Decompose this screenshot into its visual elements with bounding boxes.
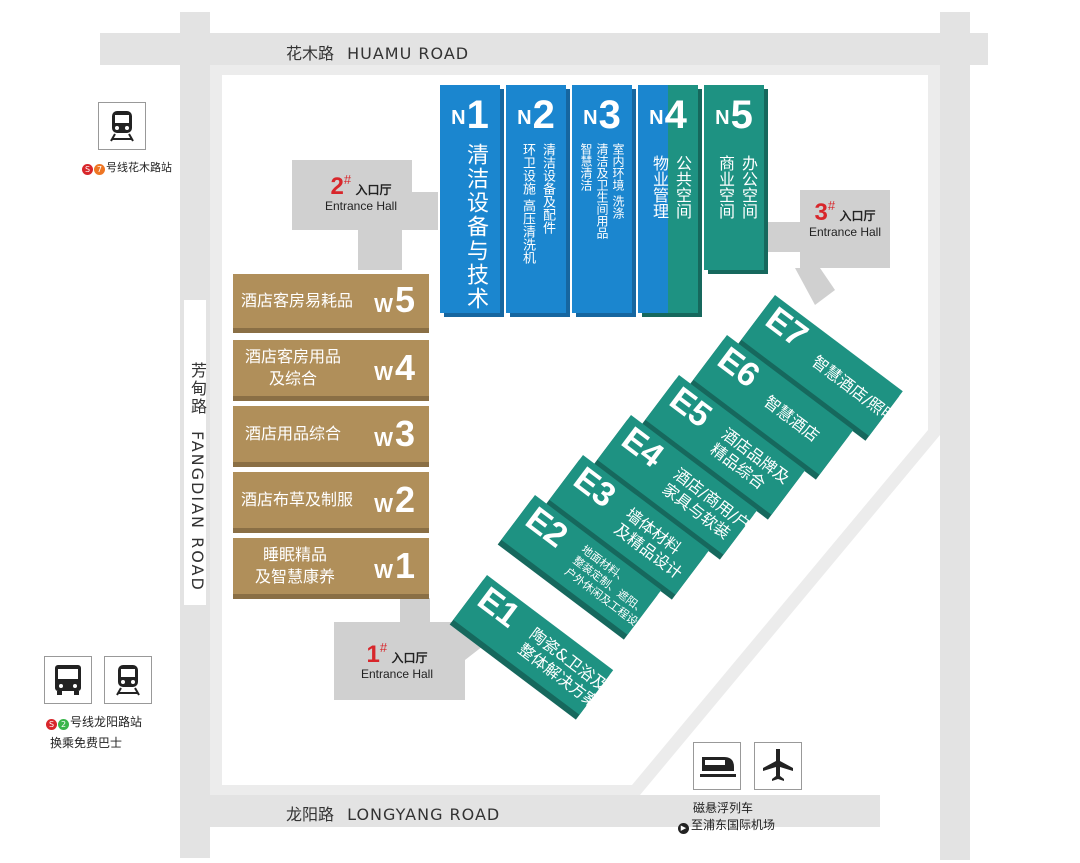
airport-label: ▶至浦东国际机场 [678, 816, 775, 834]
fangdian-road-label: 芳甸路 FANGDIAN ROAD [185, 362, 209, 592]
maglev-label: 磁悬浮列车 [693, 801, 754, 815]
metro-logo-icon-2: S [46, 719, 57, 730]
entrance-2-number: 2 [330, 173, 344, 200]
hall-w1[interactable]: 睡眠精品及智慧康养 W1 [233, 538, 429, 594]
hall-w3-label: 酒店用品综合 [245, 424, 342, 443]
entrance-3[interactable]: 3# 入口厅 Entrance Hall [790, 198, 900, 239]
entrance-1-block [334, 598, 465, 700]
hall-w4-label: 酒店客房用品及综合 [245, 347, 342, 388]
entrance-1-cn: 入口厅 [391, 651, 428, 665]
hall-n5-code: N5 [715, 93, 753, 137]
free-bus-label: 换乘免费巴士 [50, 736, 123, 750]
hall-n2-label-2: 环卫设施 高压清洗机 [520, 143, 535, 265]
entrance-2-sup: # [343, 172, 352, 187]
hall-n5-label-1: 办公空间 [739, 155, 758, 219]
entrance-3-en: Entrance Hall [808, 225, 882, 239]
hall-w2-label: 酒店布草及制服 [241, 490, 354, 509]
hall-n4-label-1: 公共空间 [673, 155, 692, 219]
line7-badge: 7 [94, 164, 105, 175]
longyang-road [180, 795, 880, 827]
hall-n2-code: N2 [517, 93, 555, 137]
entrance-1-en: Entrance Hall [360, 667, 434, 681]
hall-w2[interactable]: 酒店布草及制服 W2 [233, 472, 429, 528]
arrow-right-icon: ▶ [678, 823, 689, 834]
entrance-1-number: 1 [366, 641, 380, 668]
huamu-road-en: HUAMU ROAD [347, 44, 470, 63]
hall-w4-code: W4 [374, 347, 415, 388]
airport-text: 至浦东国际机场 [691, 818, 776, 832]
hall-n4-code: N4 [649, 93, 687, 137]
hall-n1[interactable]: N1 清洁设备与技术 [440, 85, 500, 313]
hall-n3-label-1: 室内环境 洗涤 [611, 143, 625, 219]
connector-e [795, 268, 835, 305]
entrance-3-number: 3 [814, 199, 828, 226]
entrance-2[interactable]: 2# 入口厅 Entrance Hall [306, 172, 416, 213]
hall-n1-label: 清洁设备与技术 [463, 143, 488, 311]
hall-w2-code: W2 [374, 479, 415, 520]
huamu-road [100, 33, 988, 65]
bus-icon [44, 656, 92, 704]
entrance-2-cn: 入口厅 [355, 183, 392, 197]
hall-n4-label-2: 物业管理 [650, 155, 669, 219]
hall-n3[interactable]: N3 室内环境 洗涤 清洁及卫生间用品 智慧清洁 [572, 85, 632, 313]
longyang-road-cn: 龙阳路 [286, 805, 335, 824]
entrance-2-en: Entrance Hall [324, 199, 398, 213]
entrance-3-sup: # [827, 198, 836, 213]
hall-n3-code: N3 [583, 93, 621, 137]
metro-logo-icon: S [82, 164, 93, 175]
hall-e6-label: 智慧酒店 [760, 391, 823, 446]
longyang-road-en: LONGYANG ROAD [347, 805, 501, 824]
fangdian-strip [184, 300, 206, 605]
metro-icon [98, 102, 146, 150]
hall-n2[interactable]: N2 清洁设备及配件 环卫设施 高压清洗机 [506, 85, 566, 313]
entrance-2-block [292, 160, 438, 270]
east-road [940, 12, 970, 860]
hall-w3-code: W3 [374, 413, 415, 454]
hall-w1-label: 睡眠精品及智慧康养 [255, 545, 336, 586]
fangdian-road-en: FANGDIAN ROAD [188, 431, 207, 592]
huamu-station-name: 号线花木路站 [106, 161, 172, 174]
hall-n4[interactable]: N4 公共空间 物业管理 [638, 85, 698, 313]
airplane-icon [754, 742, 802, 790]
huamu-road-cn: 花木路 [286, 44, 335, 63]
fangdian-road-cn: 芳甸路 [188, 362, 207, 416]
maglev-icon [693, 742, 741, 790]
hall-n5-label-2: 商业空间 [716, 155, 735, 219]
hall-n5[interactable]: N5 办公空间 商业空间 [704, 85, 764, 270]
line2-badge: 2 [58, 719, 69, 730]
hall-n1-code: N1 [451, 93, 489, 137]
metro-icon-2 [104, 656, 152, 704]
entrance-1-sup: # [379, 640, 388, 655]
hall-w5-label: 酒店客房易耗品 [241, 291, 354, 310]
hall-w5-code: W5 [374, 279, 415, 320]
longyang-station-name: 号线龙阳路站 [70, 715, 143, 729]
hall-w3[interactable]: 酒店用品综合 W3 [233, 406, 429, 462]
hall-n3-label-3: 智慧清洁 [579, 143, 593, 191]
hall-n2-label-1: 清洁设备及配件 [540, 143, 555, 234]
longyang-road-label: 龙阳路 LONGYANG ROAD [286, 801, 500, 825]
entrance-3-block [762, 190, 890, 268]
hall-n3-label-2: 清洁及卫生间用品 [595, 143, 609, 239]
hall-w1-code: W1 [374, 545, 415, 586]
entrance-1[interactable]: 1# 入口厅 Entrance Hall [342, 640, 452, 681]
entrance-3-cn: 入口厅 [839, 209, 876, 223]
huamu-road-label: 花木路 HUAMU ROAD [286, 40, 469, 64]
hall-w5[interactable]: 酒店客房易耗品 W5 [233, 274, 429, 328]
hall-w4[interactable]: 酒店客房用品及综合 W4 [233, 340, 429, 396]
